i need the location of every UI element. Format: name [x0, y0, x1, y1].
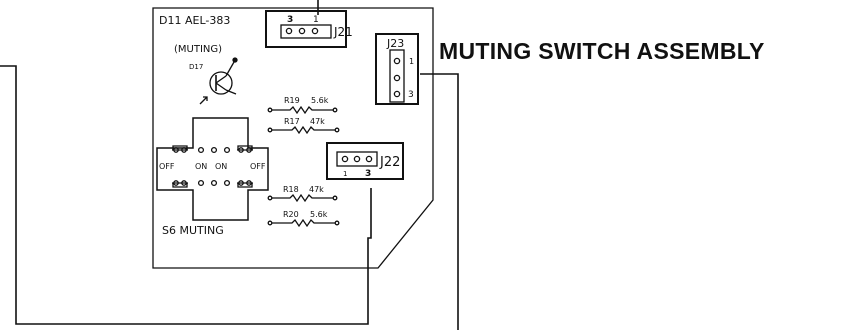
wire-right — [420, 73, 459, 330]
switch-name: S6 MUTING — [162, 224, 224, 237]
r18-value: 47k — [309, 185, 324, 194]
j21-pin-left: 3 — [287, 15, 293, 25]
resistor-r19 — [267, 105, 338, 115]
wire-left — [0, 65, 372, 325]
board-id: D11 AEL-383 — [159, 14, 230, 27]
pcb-outline — [152, 7, 434, 269]
resistor-r18 — [267, 193, 338, 203]
r17-ref: R17 — [284, 117, 300, 126]
r17-value: 47k — [310, 117, 325, 126]
j23-name: J23 — [386, 37, 404, 50]
r20-value: 5.6k — [310, 210, 328, 219]
j21-name: J21 — [333, 25, 353, 39]
r19-value: 5.6k — [311, 96, 329, 105]
connector-j21 — [265, 10, 347, 48]
r19-ref: R19 — [284, 96, 300, 105]
resistor-r20 — [267, 218, 340, 228]
connector-j23 — [375, 33, 419, 105]
j23-pin-bottom: 3 — [408, 90, 414, 100]
switch-pos-2: ON — [195, 162, 207, 171]
switch-s6 — [156, 117, 269, 221]
r20-ref: R20 — [283, 210, 299, 219]
switch-pos-1: OFF — [159, 162, 175, 171]
assembly-title: MUTING SWITCH ASSEMBLY — [439, 38, 765, 64]
j23-pin-top: 1 — [409, 57, 414, 66]
led-label: (MUTING) — [174, 44, 222, 55]
j22-name: J22 — [379, 155, 400, 170]
switch-pos-4: OFF — [250, 162, 266, 171]
connector-j22 — [326, 142, 404, 180]
switch-pos-3: ON — [215, 162, 227, 171]
led-ref: D17 — [189, 63, 203, 71]
j22-pin-left: 1 — [343, 170, 347, 178]
j22-pin-right: 3 — [365, 169, 371, 179]
resistor-r17 — [267, 125, 340, 135]
r18-ref: R18 — [283, 185, 299, 194]
led-symbol — [199, 57, 238, 105]
j21-pin-right: 1 — [313, 15, 319, 25]
